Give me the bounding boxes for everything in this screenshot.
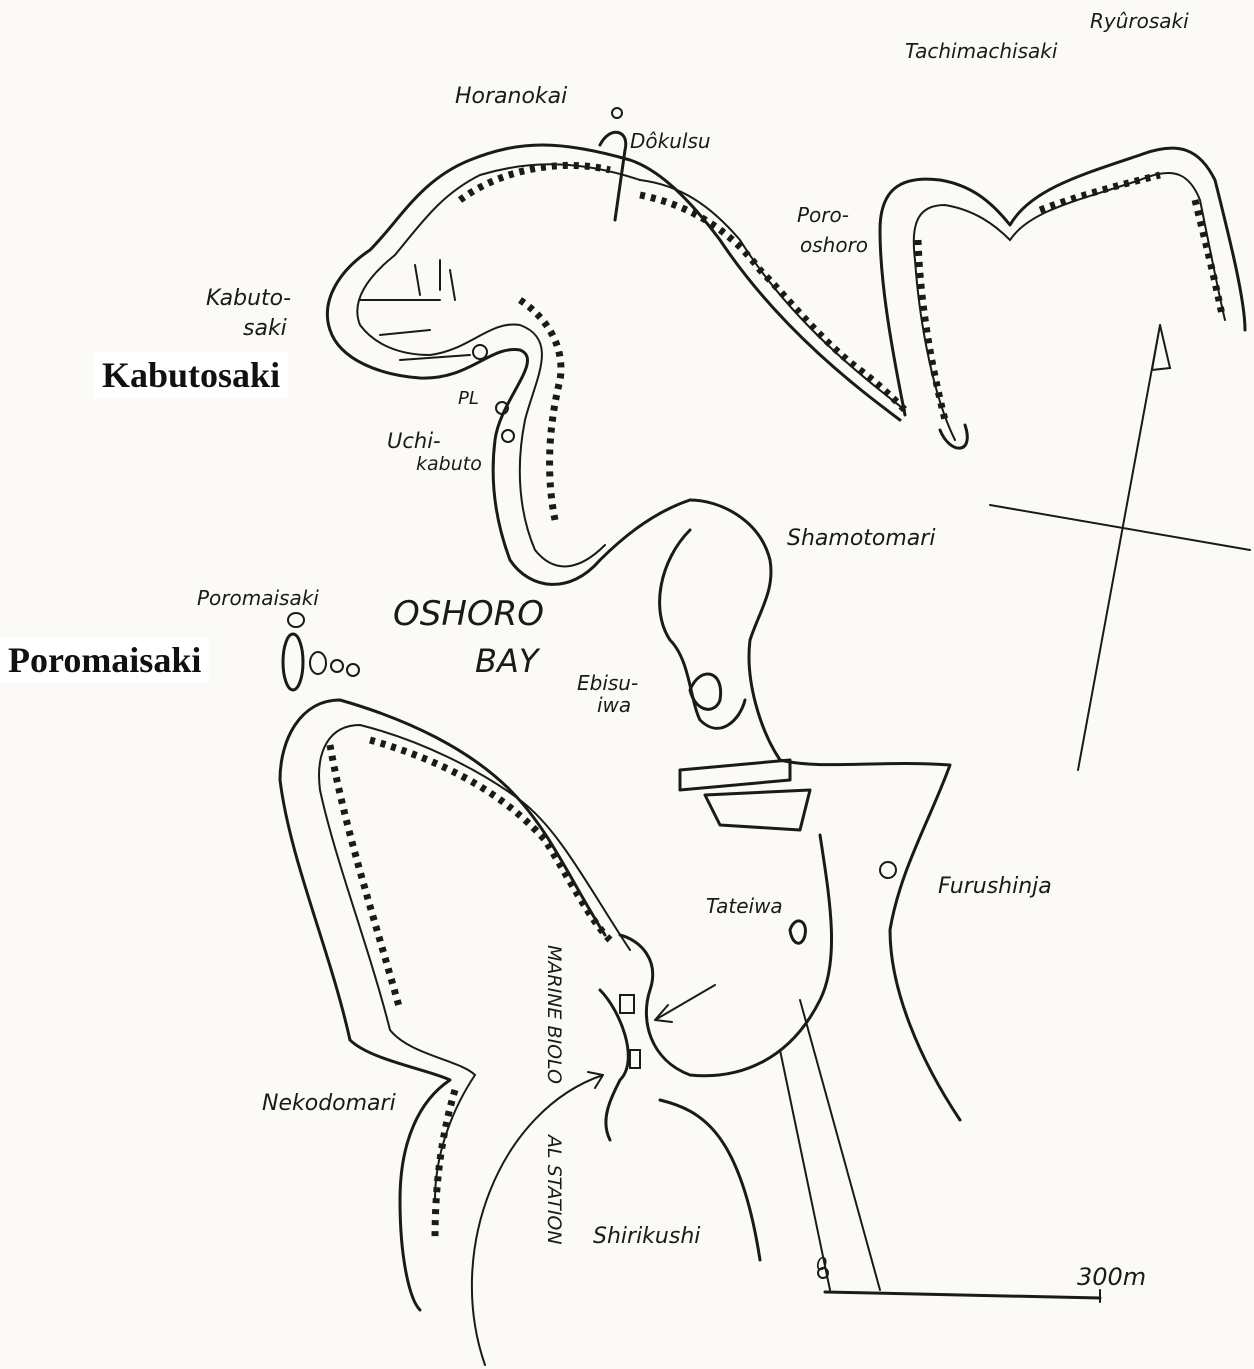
northeast-tip: [938, 423, 969, 450]
label-furushinja: Furushinja: [938, 874, 1052, 899]
label-shirikushi: Shirikushi: [593, 1224, 700, 1249]
poromaisaki-islet: [346, 663, 360, 677]
label-horanokai: Horanokai: [455, 84, 567, 109]
station-building: [619, 994, 635, 1014]
label-station: AL STATION: [543, 1133, 565, 1245]
label-oshoro-small: oshoro: [800, 233, 868, 257]
label-ryuzaki: Ryûrosaki: [1090, 9, 1189, 33]
harbor-breakwater: [678, 758, 812, 832]
poromaisaki-islet: [287, 612, 305, 628]
label-ebisu-2: iwa: [597, 693, 631, 717]
furushinja-islet: [879, 861, 897, 879]
dokutsu-point: [598, 131, 628, 222]
label-tachimachisaki: Tachimachisaki: [905, 39, 1058, 63]
pointer-arrow-straight: [654, 984, 716, 1023]
label-shamotomari: Shamotomari: [787, 526, 935, 551]
poromaisaki-islet: [330, 659, 344, 673]
poromaisaki-islet: [309, 651, 327, 675]
north-arrow-icon: [989, 324, 1251, 771]
label-uchi: Uchi-: [387, 429, 441, 453]
label-poromaisaki-hand: Poromaisaki: [197, 586, 319, 610]
scale-label-300: 300m: [1077, 1263, 1146, 1291]
bay-south-coast: [618, 833, 834, 1078]
rock-islet: [495, 401, 509, 415]
kabutosaki-label-box: Kabutosaki: [94, 352, 289, 398]
rock-islet: [611, 107, 623, 119]
station-building: [629, 1049, 641, 1069]
station-point: [598, 988, 762, 1262]
northeast-reef-ticks: [914, 171, 1226, 421]
label-oshoro-bay-2: BAY: [475, 642, 541, 680]
scale-label-zero: 0: [816, 1254, 827, 1275]
kabutosaki-coastline-inner: [356, 163, 906, 568]
tateiwa-rock: [788, 919, 807, 945]
northeast-coastline-inner: [912, 171, 1226, 441]
poromaisaki-label-box: Poromaisaki: [0, 637, 210, 683]
label-poro: Poro-: [797, 203, 849, 227]
rock-islet: [501, 429, 515, 443]
label-kabuto-2: saki: [243, 316, 287, 341]
shirikushi-sandbar: [779, 999, 881, 1291]
kabutosaki-tip-detail: [359, 259, 471, 361]
poromaisaki-islet: [281, 632, 305, 692]
label-nekodomari: Nekodomari: [262, 1091, 396, 1116]
label-ebisu-1: Ebisu-: [577, 671, 638, 695]
scale-bar-origin: [817, 1267, 829, 1279]
label-kabuto-inner: kabuto: [416, 453, 482, 475]
pointer-arrow-curved: [471, 1071, 604, 1366]
southern-reef-ticks: [326, 736, 613, 1241]
label-pl: PL: [458, 388, 479, 409]
label-dokutsu: Dôkulsu: [630, 129, 711, 153]
southern-peninsula-coastline-outer: [278, 698, 607, 1312]
southern-peninsula-coastline-inner: [318, 723, 631, 1201]
label-oshoro-bay-1: OSHORO: [393, 594, 544, 634]
label-tateiwa: Tateiwa: [706, 894, 783, 918]
ebisu-rock: [688, 672, 723, 711]
rock-islet: [472, 344, 488, 360]
kabutosaki-reef-ticks: [457, 161, 908, 521]
scale-bar: [823, 1290, 1102, 1300]
inner-bay-shore: [658, 528, 747, 730]
bay-east-coastline: [688, 498, 962, 1122]
northeast-coastline-outer: [878, 146, 1247, 417]
label-marine-biolo: MARINE BIOLO: [543, 945, 565, 1084]
label-kabuto-1: Kabuto-: [206, 286, 291, 311]
